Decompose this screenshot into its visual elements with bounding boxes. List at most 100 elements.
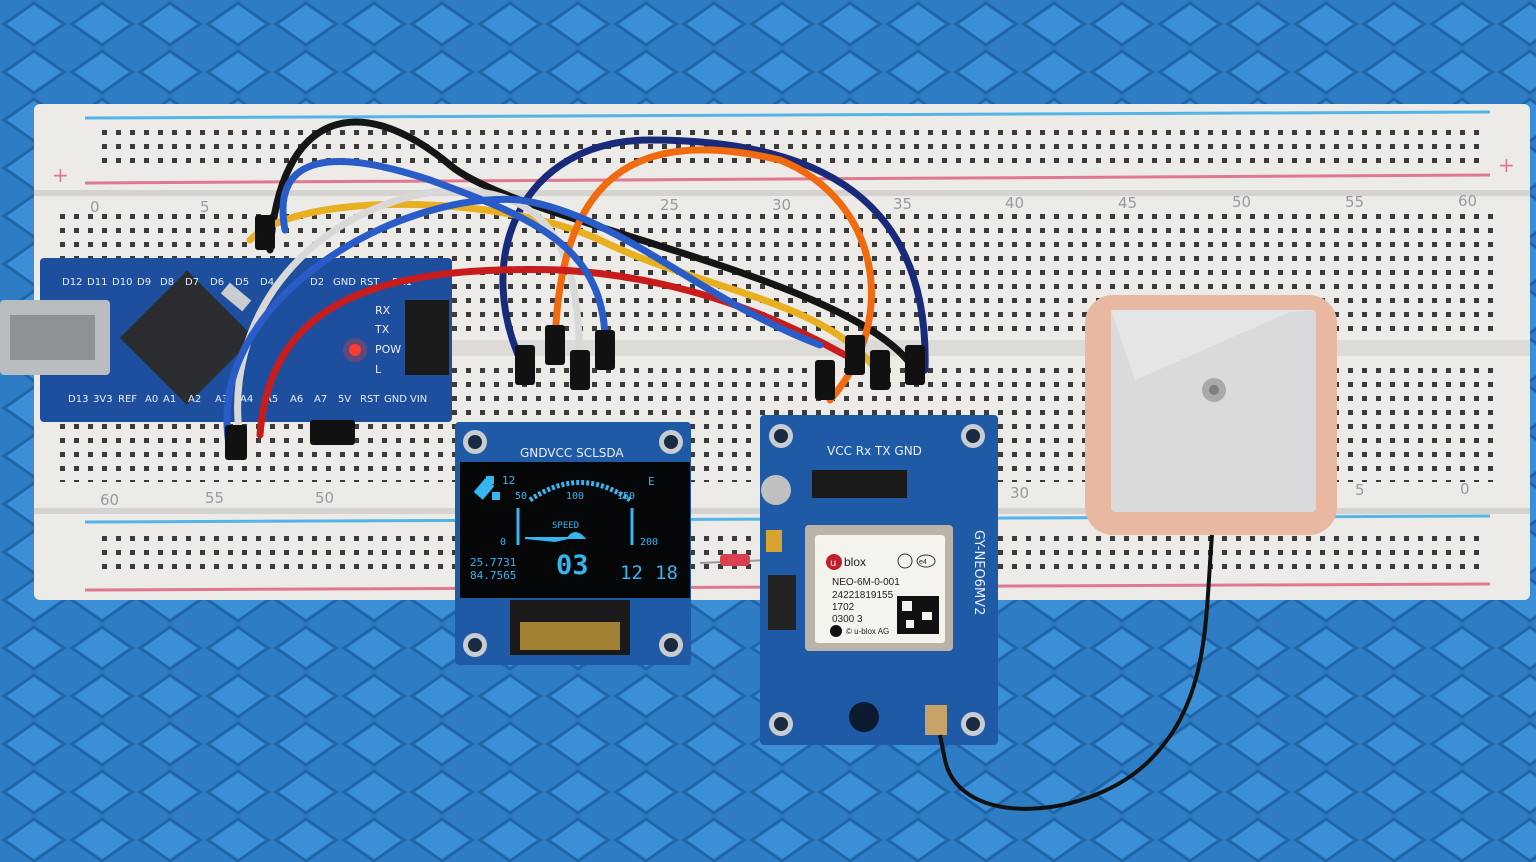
microcontroller-chip xyxy=(119,270,255,405)
cert-mark: e4 xyxy=(919,559,927,566)
rail-plus-label: + xyxy=(52,163,69,187)
jumper-wires xyxy=(223,118,929,454)
svg-text:RX: RX xyxy=(375,304,391,317)
blue-wire-2 xyxy=(279,158,609,359)
chip-maker: © u-blox AG xyxy=(846,627,889,636)
backup-battery xyxy=(761,475,791,505)
ufl-connector xyxy=(925,705,947,735)
latitude: 25.7731 xyxy=(470,556,516,569)
column-number: 35 xyxy=(893,195,912,213)
svg-text:RST: RST xyxy=(360,394,380,405)
svg-text:A0: A0 xyxy=(145,394,158,405)
svg-text:REF: REF xyxy=(118,394,137,405)
gauge-label: 0 xyxy=(500,537,506,548)
chip-date-code: 1702 xyxy=(832,602,855,613)
svg-text:D12: D12 xyxy=(62,277,82,288)
ublox-logo xyxy=(826,554,842,570)
heading: E xyxy=(648,475,655,488)
gps-module: VCC Rx TX GND GY-NEO6MV2 u blox e4 NEO-6… xyxy=(760,415,998,745)
svg-text:D13: D13 xyxy=(68,394,88,405)
svg-text:5V: 5V xyxy=(338,394,351,405)
satellite-icon xyxy=(473,476,500,500)
column-number: 5 xyxy=(1355,481,1365,499)
resistor xyxy=(720,554,750,566)
speed-label: SPEED xyxy=(552,521,579,531)
satellite-count: 12 xyxy=(502,474,515,487)
clock-minute: 18 xyxy=(655,562,678,584)
svg-text:A3: A3 xyxy=(215,394,228,405)
black-wire xyxy=(266,118,924,384)
chip-model: NEO-6M-0-001 xyxy=(832,577,900,588)
svg-text:D10: D10 xyxy=(112,277,132,288)
clock-hour: 12 xyxy=(620,562,643,584)
svg-text:D2: D2 xyxy=(310,277,324,288)
gauge-label: 200 xyxy=(640,537,658,548)
speed-gauge-arc xyxy=(528,480,632,503)
svg-text:A2: A2 xyxy=(188,394,201,405)
svg-text:D4: D4 xyxy=(260,277,274,288)
antenna-cable xyxy=(938,534,1214,811)
blue-wire xyxy=(223,195,824,454)
svg-text:A6: A6 xyxy=(290,394,303,405)
gps-board-name: GY-NEO6MV2 xyxy=(971,530,986,615)
bottom-pin-labels: D13 3V3 REF A0 A1 A2 A3 A4 A5 A6 A7 5V R… xyxy=(68,394,427,405)
longitude: 84.7565 xyxy=(470,569,516,582)
svg-text:D5: D5 xyxy=(235,277,249,288)
column-number: 45 xyxy=(1118,194,1137,212)
gps-pin-labels: VCC Rx TX GND xyxy=(827,444,922,458)
svg-text:VIN: VIN xyxy=(410,394,427,405)
svg-text:A5: A5 xyxy=(265,394,278,405)
oled-screen xyxy=(460,462,690,598)
power-led xyxy=(349,344,361,356)
gauge-needle xyxy=(524,532,587,543)
svg-text:L: L xyxy=(375,363,382,376)
oled-pin-labels: GNDVCC SCLSDA xyxy=(520,446,624,460)
chip-serial: 24221819155 xyxy=(832,590,894,601)
red-wire xyxy=(256,266,849,439)
navy-wire xyxy=(499,136,929,374)
speed-value: 03 xyxy=(556,550,589,581)
svg-text:D8: D8 xyxy=(160,277,174,288)
gauge-label: 50 xyxy=(515,491,527,502)
chip-lot: 0300 3 xyxy=(832,614,863,625)
chip-brand: blox xyxy=(844,555,866,569)
column-number: 55 xyxy=(205,489,224,507)
svg-text:3V3: 3V3 xyxy=(93,394,113,405)
column-number: 5 xyxy=(200,198,210,216)
svg-text:RST: RST xyxy=(360,277,380,288)
svg-text:A7: A7 xyxy=(314,394,327,405)
rail-plus-label: + xyxy=(1498,153,1515,177)
svg-text:D6: D6 xyxy=(210,277,224,288)
column-number: 25 xyxy=(660,196,679,214)
led-labels: RX TX POW L xyxy=(374,304,401,376)
top-pin-labels: D12 D11 D10 D9 D8 D7 D6 D5 D4 D2 GND RST… xyxy=(62,277,412,288)
svg-text:A1: A1 xyxy=(163,394,176,405)
column-number: 60 xyxy=(1458,192,1477,210)
svg-text:GND: GND xyxy=(384,394,407,405)
column-number: 30 xyxy=(1010,484,1029,502)
gps-patch-antenna xyxy=(1085,295,1337,535)
column-number: 0 xyxy=(90,198,100,216)
svg-text:A4: A4 xyxy=(240,394,253,405)
column-number: 40 xyxy=(1005,194,1024,212)
svg-text:D7: D7 xyxy=(185,277,199,288)
column-number: 60 xyxy=(100,491,119,509)
icsp-header xyxy=(405,300,449,375)
column-number: 50 xyxy=(315,489,334,507)
svg-text:D11: D11 xyxy=(87,277,107,288)
column-number: 0 xyxy=(1460,480,1470,498)
gauge-label: 100 xyxy=(566,491,584,502)
gauge-label: 150 xyxy=(617,491,635,502)
oled-display-module: GNDVCC SCLSDA 12 E 0 50 100 150 200 SPEE… xyxy=(455,422,691,665)
jumper-plugs xyxy=(225,215,925,460)
column-number: 50 xyxy=(1232,193,1251,211)
eeprom-chip xyxy=(768,575,796,630)
svg-text:TX: TX xyxy=(374,323,390,336)
column-number: 55 xyxy=(1345,193,1364,211)
svg-text:u: u xyxy=(830,558,836,569)
column-number: 30 xyxy=(772,196,791,214)
svg-text:POW: POW xyxy=(375,343,401,356)
svg-text:D9: D9 xyxy=(137,277,151,288)
svg-text:GND: GND xyxy=(333,277,356,288)
